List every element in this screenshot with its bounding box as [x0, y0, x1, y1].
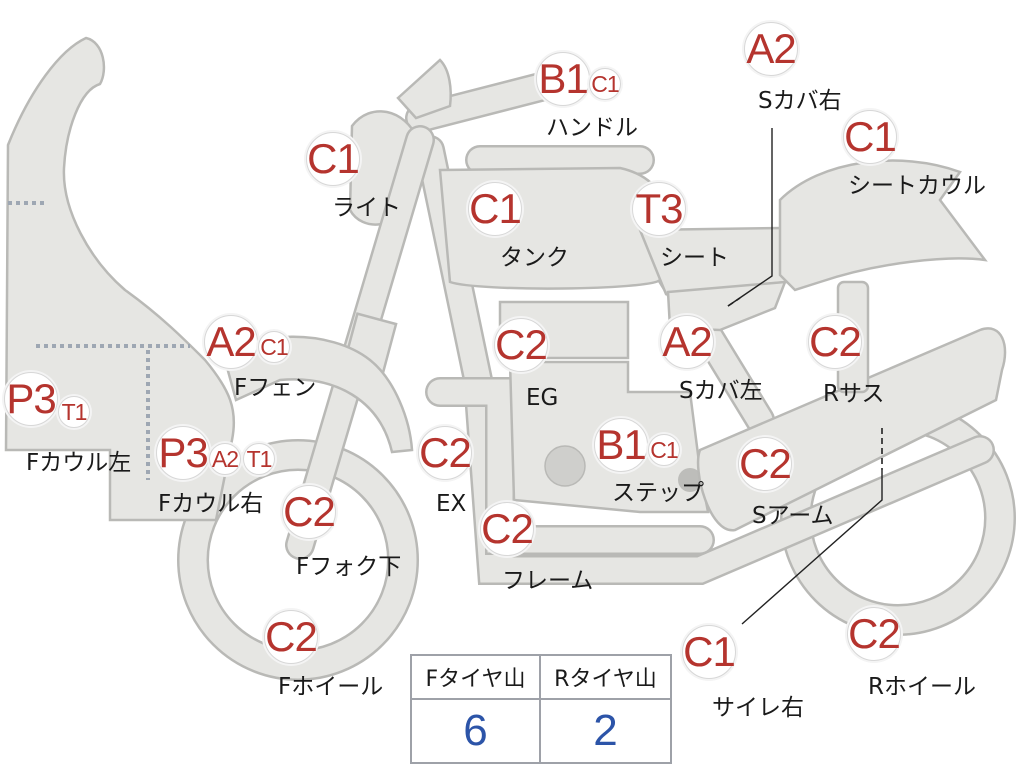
scover-right-a2-badge: A2 [744, 22, 798, 76]
ffender-a2-badge: A2 [204, 315, 258, 369]
tank-c1-badge: C1 [468, 182, 522, 236]
ffender-c1-badge: C1 [258, 331, 290, 363]
handle-label: ハンドル [546, 115, 638, 141]
seat-cowl-label: シートカウル [848, 173, 986, 199]
eg-label: EG [526, 385, 559, 411]
scover-right-label: Sカバ右 [758, 88, 842, 114]
front-tire-tread-header: Fタイヤ山 [412, 656, 541, 700]
tank-label: タンク [500, 245, 569, 271]
seat-t3-badge: T3 [632, 182, 686, 236]
fcowl-left-t1-badge: T1 [58, 396, 90, 428]
frame-c2-badge: C2 [480, 502, 534, 556]
ex-label: EX [436, 491, 467, 517]
silencer-right-label: サイレ右 [712, 695, 804, 721]
light-c1-badge: C1 [306, 132, 360, 186]
rsus-label: Rサス [823, 381, 885, 407]
fcowl-right-a2-badge: A2 [209, 443, 241, 475]
silencer-right-c1-badge: C1 [682, 625, 736, 679]
rsus-c2-badge: C2 [808, 315, 862, 369]
scover-right-leader-dash [727, 297, 741, 307]
silencer-right-leader [741, 470, 883, 625]
step-label: ステップ [612, 480, 704, 506]
seat-label: シート [660, 245, 729, 271]
rear-tire-tread-value: 2 [593, 706, 618, 755]
ex-c2-badge: C2 [418, 426, 472, 480]
scover-left-a2-badge: A2 [660, 315, 714, 369]
frame-label: フレーム [502, 568, 594, 594]
front-wheel-shape [177, 439, 419, 681]
fcowl-left-p3-badge: P3 [4, 372, 58, 426]
eg-c2-badge: C2 [494, 318, 548, 372]
fcowl-right-t1-badge: T1 [243, 443, 275, 475]
seat-cowl-shape [778, 159, 988, 292]
fcowl-left-label: Fカウル左 [26, 450, 132, 476]
rwheel-label: Rホイール [868, 674, 976, 700]
exhaust-shape [425, 377, 715, 555]
ffork-lower-c2-badge: C2 [282, 485, 336, 539]
front-fender-shape [223, 335, 414, 454]
fwheel-label: Fホイール [278, 674, 384, 700]
handlebar-shape [396, 58, 575, 133]
ffork-lower-label: Fフォク下 [296, 554, 402, 580]
fcowl-right-label: Fカウル右 [158, 491, 264, 517]
front-tire-tread-value: 6 [412, 700, 541, 762]
rear-tire-tread-header: Rタイヤ山 [541, 656, 670, 700]
step-b1-badge: B1 [594, 418, 648, 472]
step-c1-badge: C1 [648, 434, 680, 466]
scover-right-leader [727, 128, 773, 307]
light-label: ライト [332, 195, 401, 221]
tire-tread-table: Fタイヤ山 Rタイヤ山 6 2 [410, 654, 672, 764]
sarm-c2-badge: C2 [738, 437, 792, 491]
handle-c1-badge: C1 [589, 68, 621, 100]
seat-cowl-c1-badge: C1 [843, 110, 897, 164]
handle-b1-badge: B1 [536, 52, 590, 106]
sarm-label: Sアーム [752, 503, 834, 529]
fwheel-c2-badge: C2 [264, 610, 318, 664]
scover-left-label: Sカバ左 [679, 378, 763, 404]
ffender-label: Fフェン [234, 375, 317, 401]
rwheel-c2-badge: C2 [847, 607, 901, 661]
fcowl-right-p3-badge: P3 [156, 426, 210, 480]
